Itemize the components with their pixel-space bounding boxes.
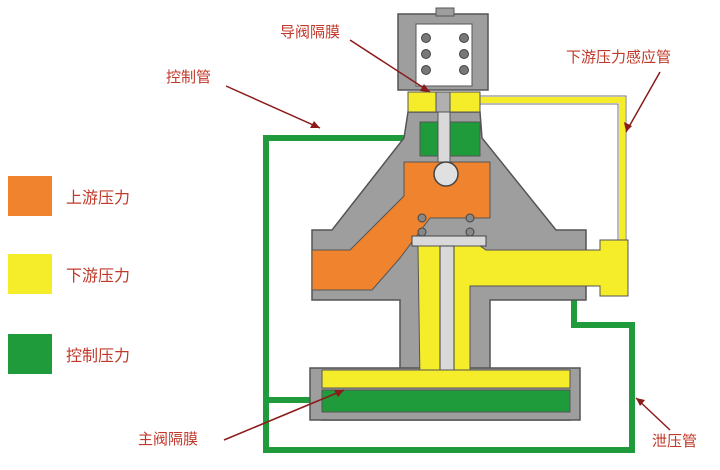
legend-swatch-upstream [8, 176, 52, 216]
downstream-sensing-pipe-label: 下游压力感应管 [566, 48, 671, 66]
pilot-diaphragm-label: 导阀隔膜 [280, 23, 340, 41]
legend: 上游压力 下游压力 控制压力 [8, 176, 130, 374]
spring-housing [397, 7, 489, 91]
legend-label-control: 控制压力 [66, 346, 130, 365]
legend-label-upstream: 上游压力 [66, 188, 130, 207]
downstream-sensing-pipe [480, 97, 625, 240]
pilot-valve-ball-icon [433, 161, 459, 187]
main-valve-diaphragm-label: 主阀隔膜 [138, 430, 198, 448]
upstream-chamber [311, 161, 491, 291]
main-valve-disc [411, 235, 487, 247]
legend-swatch-downstream [8, 254, 52, 294]
legend-label-downstream: 下游压力 [66, 266, 130, 285]
pilot-spring-icon [421, 33, 469, 75]
bleed-pipe-label: 泄压管 [652, 432, 697, 450]
sensing-pipe-network [480, 97, 625, 240]
control-pipe [263, 135, 635, 453]
control-pipe-label: 控制管 [166, 68, 211, 86]
main-valve-diaphragm [321, 389, 571, 413]
legend-swatch-control [8, 334, 52, 374]
